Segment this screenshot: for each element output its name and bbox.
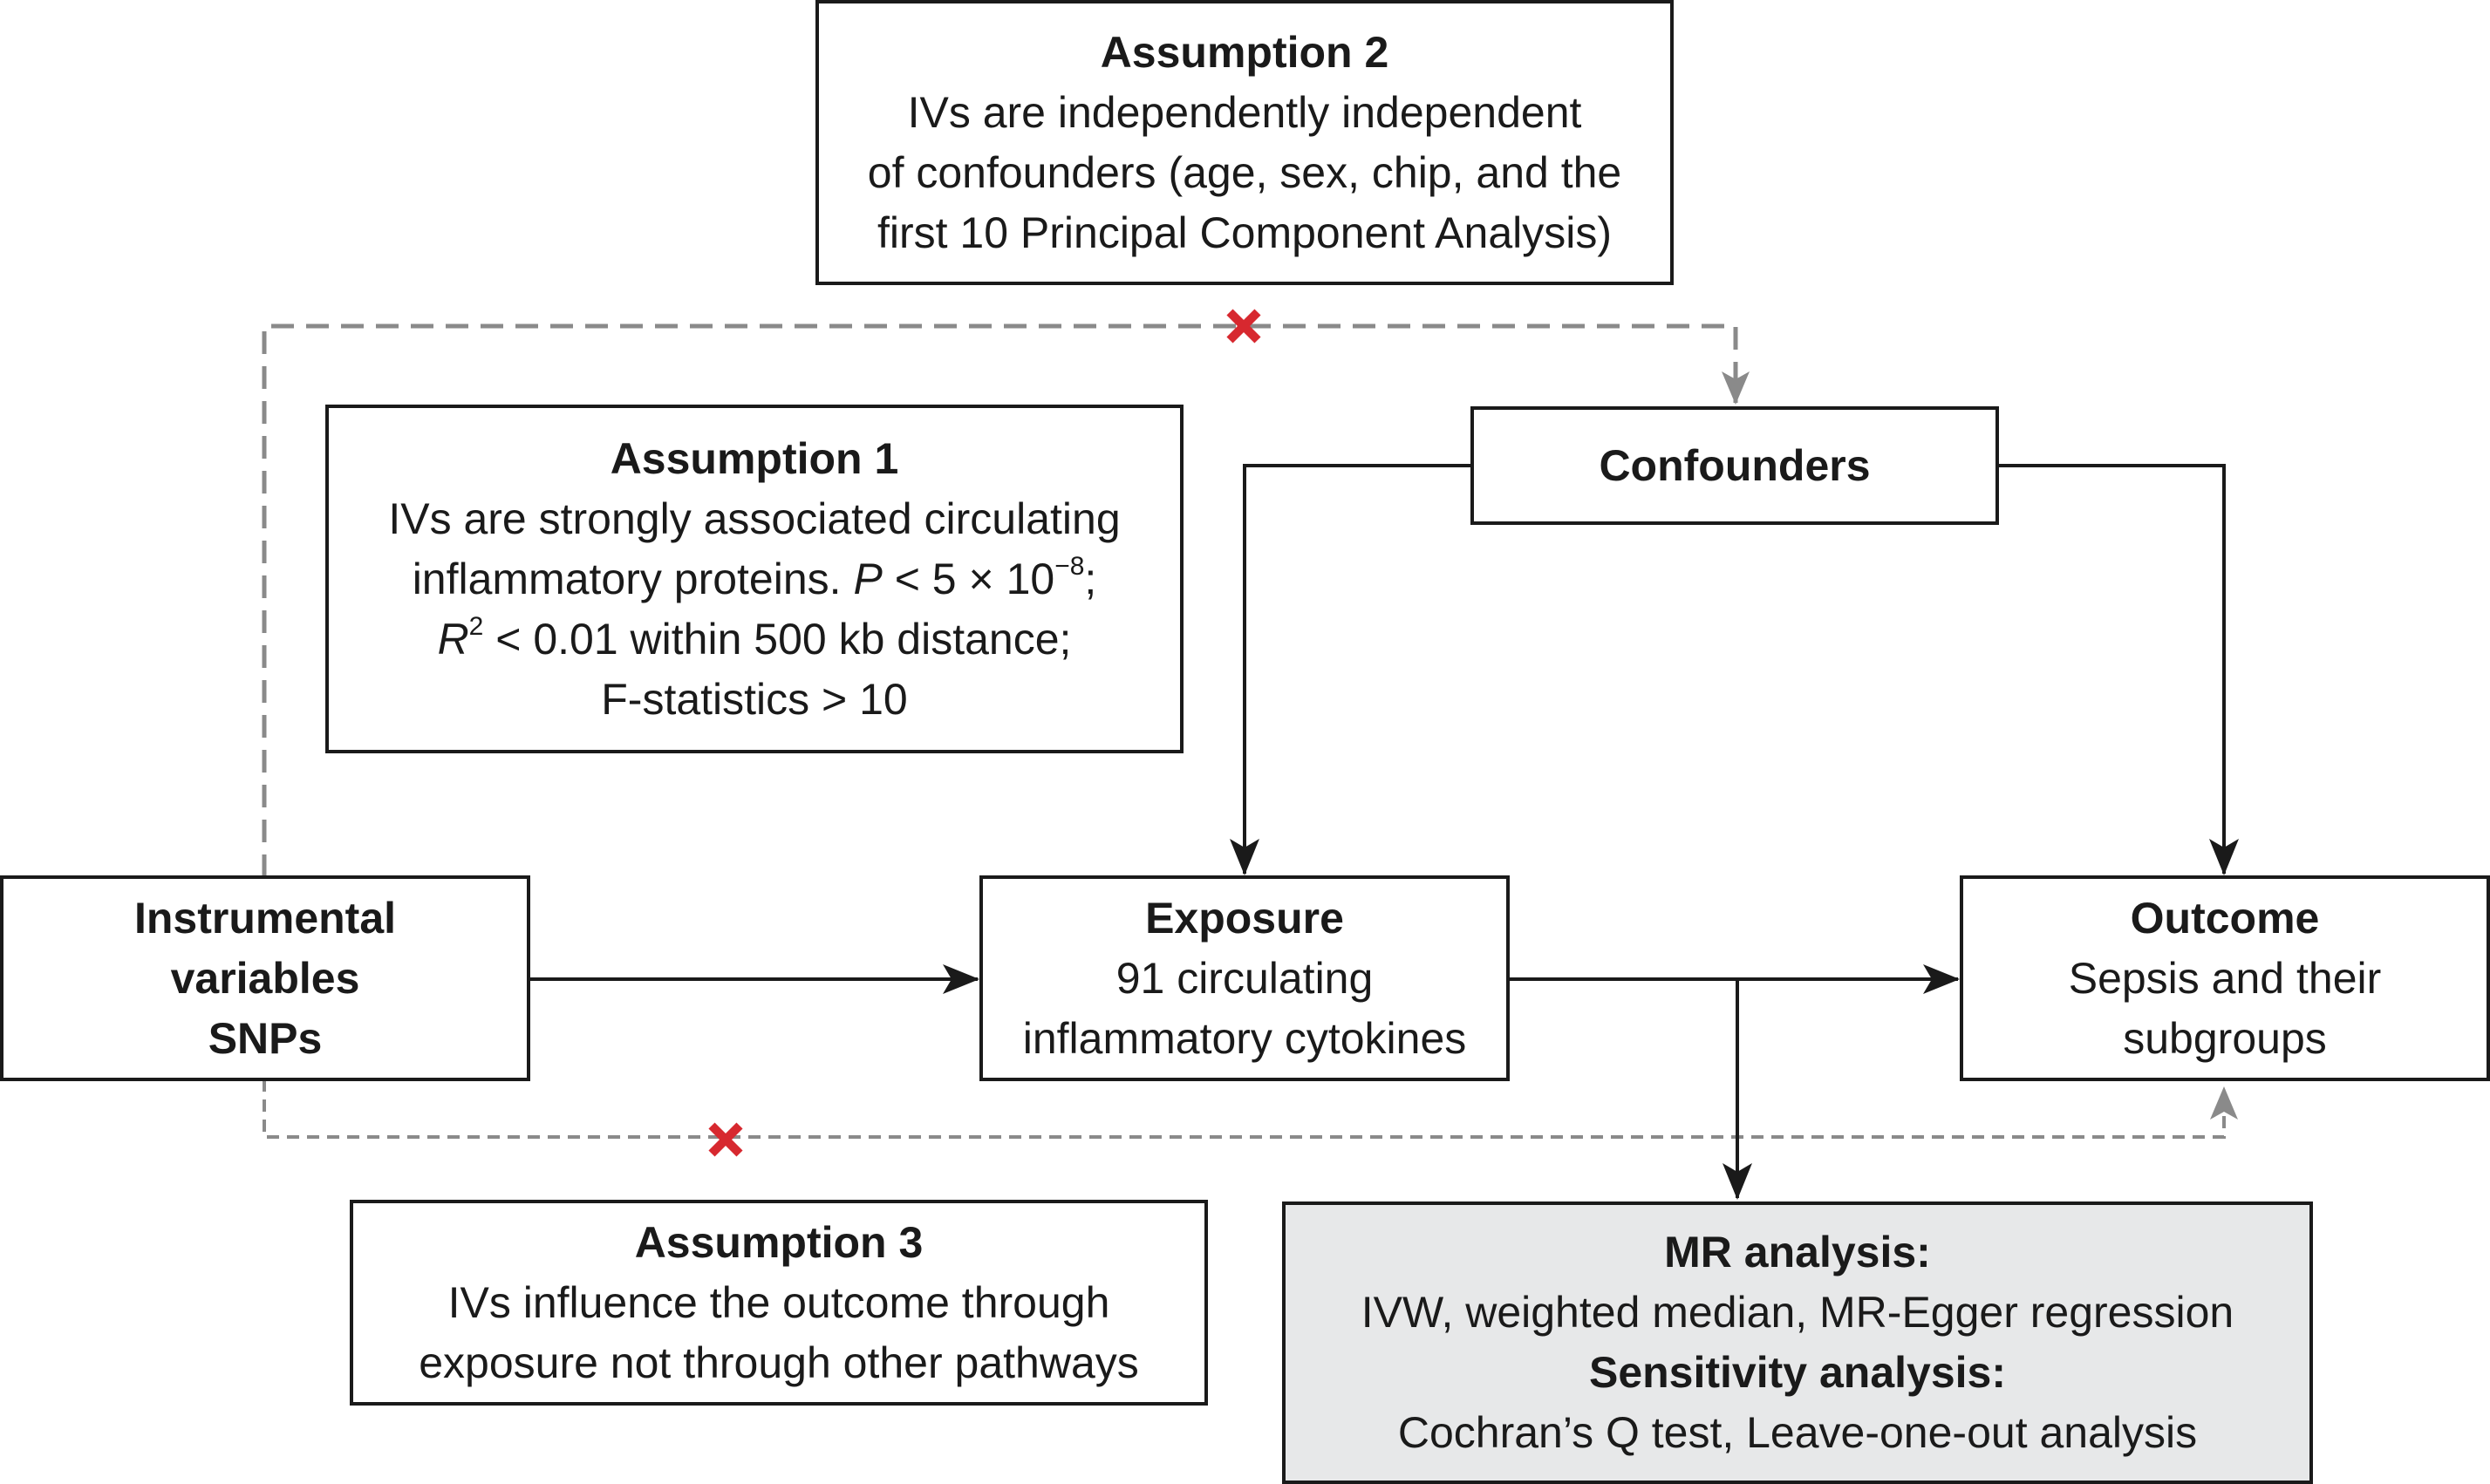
mr-analysis-box: MR analysis: IVW, weighted median, MR-Eg… <box>1282 1201 2313 1484</box>
outcome-text-line: subgroups <box>2123 1013 2327 1063</box>
instrumental-variables-text-line: variables <box>170 953 360 1003</box>
mr-analysis-title: MR analysis: <box>1664 1228 1931 1276</box>
exposure-box: Exposure 91 circulating inflammatory cyt… <box>979 875 1510 1081</box>
iv-to-confounders-dashed-path <box>262 323 1750 877</box>
instrumental-variables-box: Instrumental variables SNPs <box>0 875 530 1081</box>
violation-cross-icon <box>708 1122 743 1157</box>
outcome-title: Outcome <box>2130 893 2320 943</box>
text-segment: < 5 × 10 <box>882 554 1055 603</box>
assumption-2-text-line: IVs are independently independent <box>907 87 1582 137</box>
violation-cross-icon <box>1226 309 1261 344</box>
exponent: −8 <box>1054 551 1085 581</box>
assumption-1-box: Assumption 1 IVs are strongly associated… <box>325 405 1184 753</box>
assumption-3-text-line: IVs influence the outcome through <box>447 1277 1110 1327</box>
assumption-1-title: Assumption 1 <box>610 433 899 483</box>
confounders-to-exposure-arrow <box>1230 464 1470 875</box>
exponent: 2 <box>468 611 484 641</box>
assumption-2-text-line: first 10 Principal Component Analysis) <box>877 208 1613 257</box>
assumption-2-text-line: of confounders (age, sex, chip, and the <box>867 147 1622 197</box>
assumption-1-r2-line: R2 < 0.01 within 500 kb distance; <box>438 609 1072 670</box>
assumption-2-box: Assumption 2 IVs are independently indep… <box>815 0 1674 285</box>
assumption-3-text-line: exposure not through other pathways <box>419 1338 1139 1387</box>
outcome-box: Outcome Sepsis and their subgroups <box>1960 875 2490 1081</box>
assumption-1-text-line: IVs are strongly associated circulating <box>388 494 1121 543</box>
confounders-box: Confounders <box>1470 406 1999 525</box>
text-segment: < 0.01 within 500 kb distance; <box>483 614 1072 664</box>
assumption-3-box: Assumption 3 IVs influence the outcome t… <box>350 1200 1208 1406</box>
assumption-1-pvalue-line: inflammatory proteins. P < 5 × 10−8; <box>413 549 1097 609</box>
assumption-1-text-line: F-statistics > 10 <box>601 674 908 724</box>
r-symbol: R <box>437 614 469 664</box>
confounders-title: Confounders <box>1599 440 1871 490</box>
text-segment: inflammatory proteins. <box>412 554 854 603</box>
sensitivity-analysis-title: Sensitivity analysis: <box>1588 1348 2006 1397</box>
text-segment: ; <box>1084 554 1097 603</box>
sensitivity-analysis-methods: Cochran’s Q test, Leave-one-out analysis <box>1397 1408 2198 1457</box>
assumption-3-title: Assumption 3 <box>634 1217 924 1267</box>
exposure-text-line: 91 circulating <box>1115 953 1374 1003</box>
mr-analysis-methods: IVW, weighted median, MR-Egger regressio… <box>1361 1288 2234 1337</box>
confounders-to-outcome-arrow <box>1999 464 2239 875</box>
p-symbol: P <box>853 554 883 603</box>
outcome-text-line: Sepsis and their <box>2068 953 2382 1003</box>
exposure-text-line: inflammatory cytokines <box>1022 1013 1467 1063</box>
instrumental-variables-text-line: SNPs <box>208 1013 323 1063</box>
instrumental-variables-text-line: Instrumental <box>133 893 397 943</box>
iv-to-outcome-dashed-path <box>263 1079 2238 1139</box>
assumption-2-title: Assumption 2 <box>1100 27 1389 77</box>
exposure-title: Exposure <box>1145 893 1344 943</box>
